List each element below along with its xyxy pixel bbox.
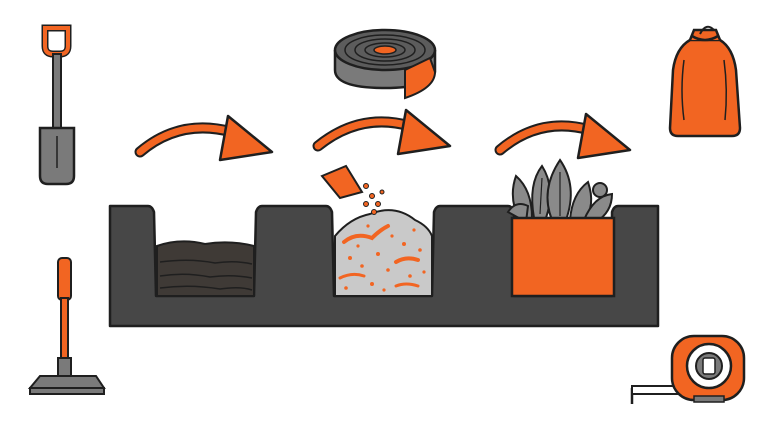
planted-bed-icon xyxy=(506,158,616,298)
sack-icon xyxy=(668,25,742,138)
gravel-dots xyxy=(344,224,426,292)
arrow-2 xyxy=(312,108,452,156)
foliage xyxy=(506,158,614,224)
tape-measure-icon xyxy=(630,334,746,404)
tape-roll-icon xyxy=(333,28,437,100)
shovel-icon xyxy=(38,24,76,186)
hand-tamper-icon xyxy=(27,257,106,395)
dug-trench-with-soil-icon xyxy=(156,240,255,297)
arrow-3 xyxy=(494,112,632,160)
pour-chute xyxy=(320,164,385,215)
arrow-1 xyxy=(134,114,274,162)
trench-with-gravel-fill-icon xyxy=(320,164,433,297)
